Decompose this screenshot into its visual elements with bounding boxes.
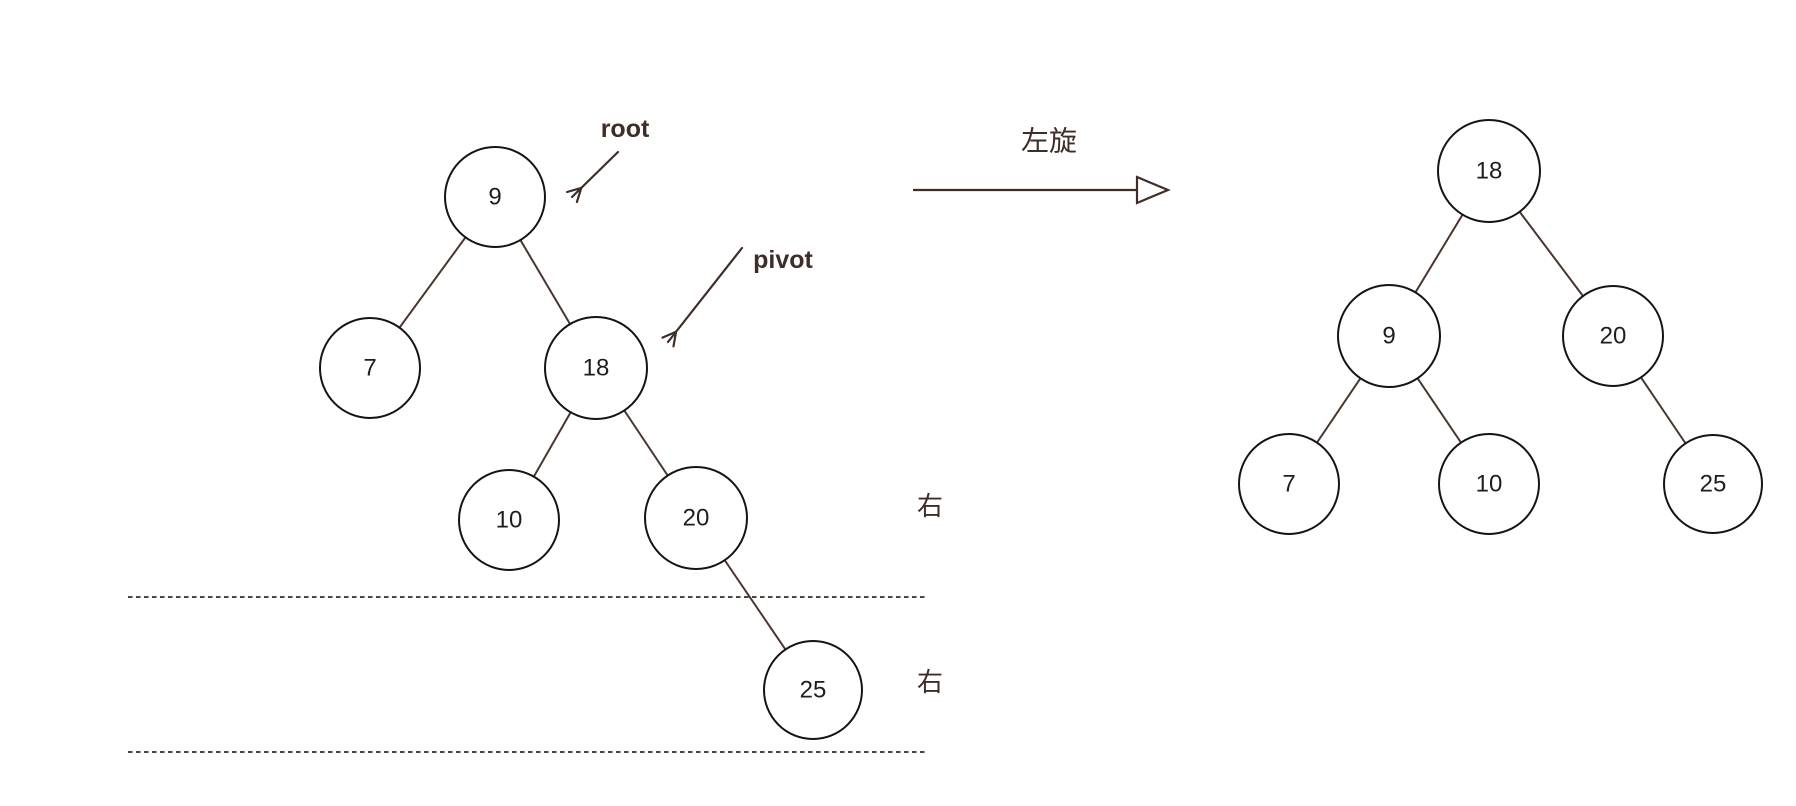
right-label-upper: 右	[917, 491, 943, 521]
rotation-label: 左旋	[1021, 126, 1077, 157]
tree-node-20: 20	[644, 466, 748, 570]
node-value: 25	[1700, 471, 1727, 498]
tree-before-rotation: 9 7 18 10 20 25	[319, 146, 863, 740]
node-value: 25	[800, 677, 827, 704]
node-value: 7	[363, 355, 376, 382]
node-value: 20	[683, 505, 710, 532]
tree-node-7: 7	[1238, 433, 1340, 535]
node-circle	[1663, 434, 1763, 534]
node-value: 10	[496, 507, 523, 534]
node-circle	[319, 317, 421, 419]
tree-node-7: 7	[319, 317, 421, 419]
node-circle	[763, 640, 863, 740]
node-circle	[1438, 433, 1540, 535]
tree-after-rotation: 18 9 20 7 10 25	[1238, 119, 1763, 535]
root-arrow	[566, 150, 620, 204]
tree-node-9: 9	[444, 146, 546, 248]
node-circle	[1562, 285, 1664, 387]
tree-node-20: 20	[1562, 285, 1664, 387]
tree-node-25: 25	[1663, 434, 1763, 534]
right-label-lower: 右	[917, 667, 943, 697]
node-circle	[1238, 433, 1340, 535]
node-value: 10	[1476, 471, 1503, 498]
node-value: 9	[488, 184, 501, 211]
node-circle	[1437, 119, 1541, 223]
node-circle	[458, 469, 560, 571]
node-value: 18	[583, 355, 610, 382]
node-circle	[1337, 284, 1441, 388]
node-value: 20	[1600, 323, 1627, 350]
tree-node-18: 18	[544, 316, 648, 420]
node-circle	[444, 146, 546, 248]
node-value: 9	[1382, 323, 1395, 350]
node-circle	[644, 466, 748, 570]
tree-node-25: 25	[763, 640, 863, 740]
tree-node-9: 9	[1337, 284, 1441, 388]
node-circle	[544, 316, 648, 420]
root-label: root	[601, 115, 650, 143]
pivot-label: pivot	[753, 246, 813, 274]
tree-node-10: 10	[458, 469, 560, 571]
left-rotation-arrow	[913, 175, 1171, 205]
tree-node-10: 10	[1438, 433, 1540, 535]
node-value: 7	[1282, 471, 1295, 498]
node-value: 18	[1476, 158, 1503, 185]
rotation-arrow-head	[1135, 175, 1171, 205]
pivot-arrow	[661, 246, 744, 348]
tree-node-18: 18	[1437, 119, 1541, 223]
